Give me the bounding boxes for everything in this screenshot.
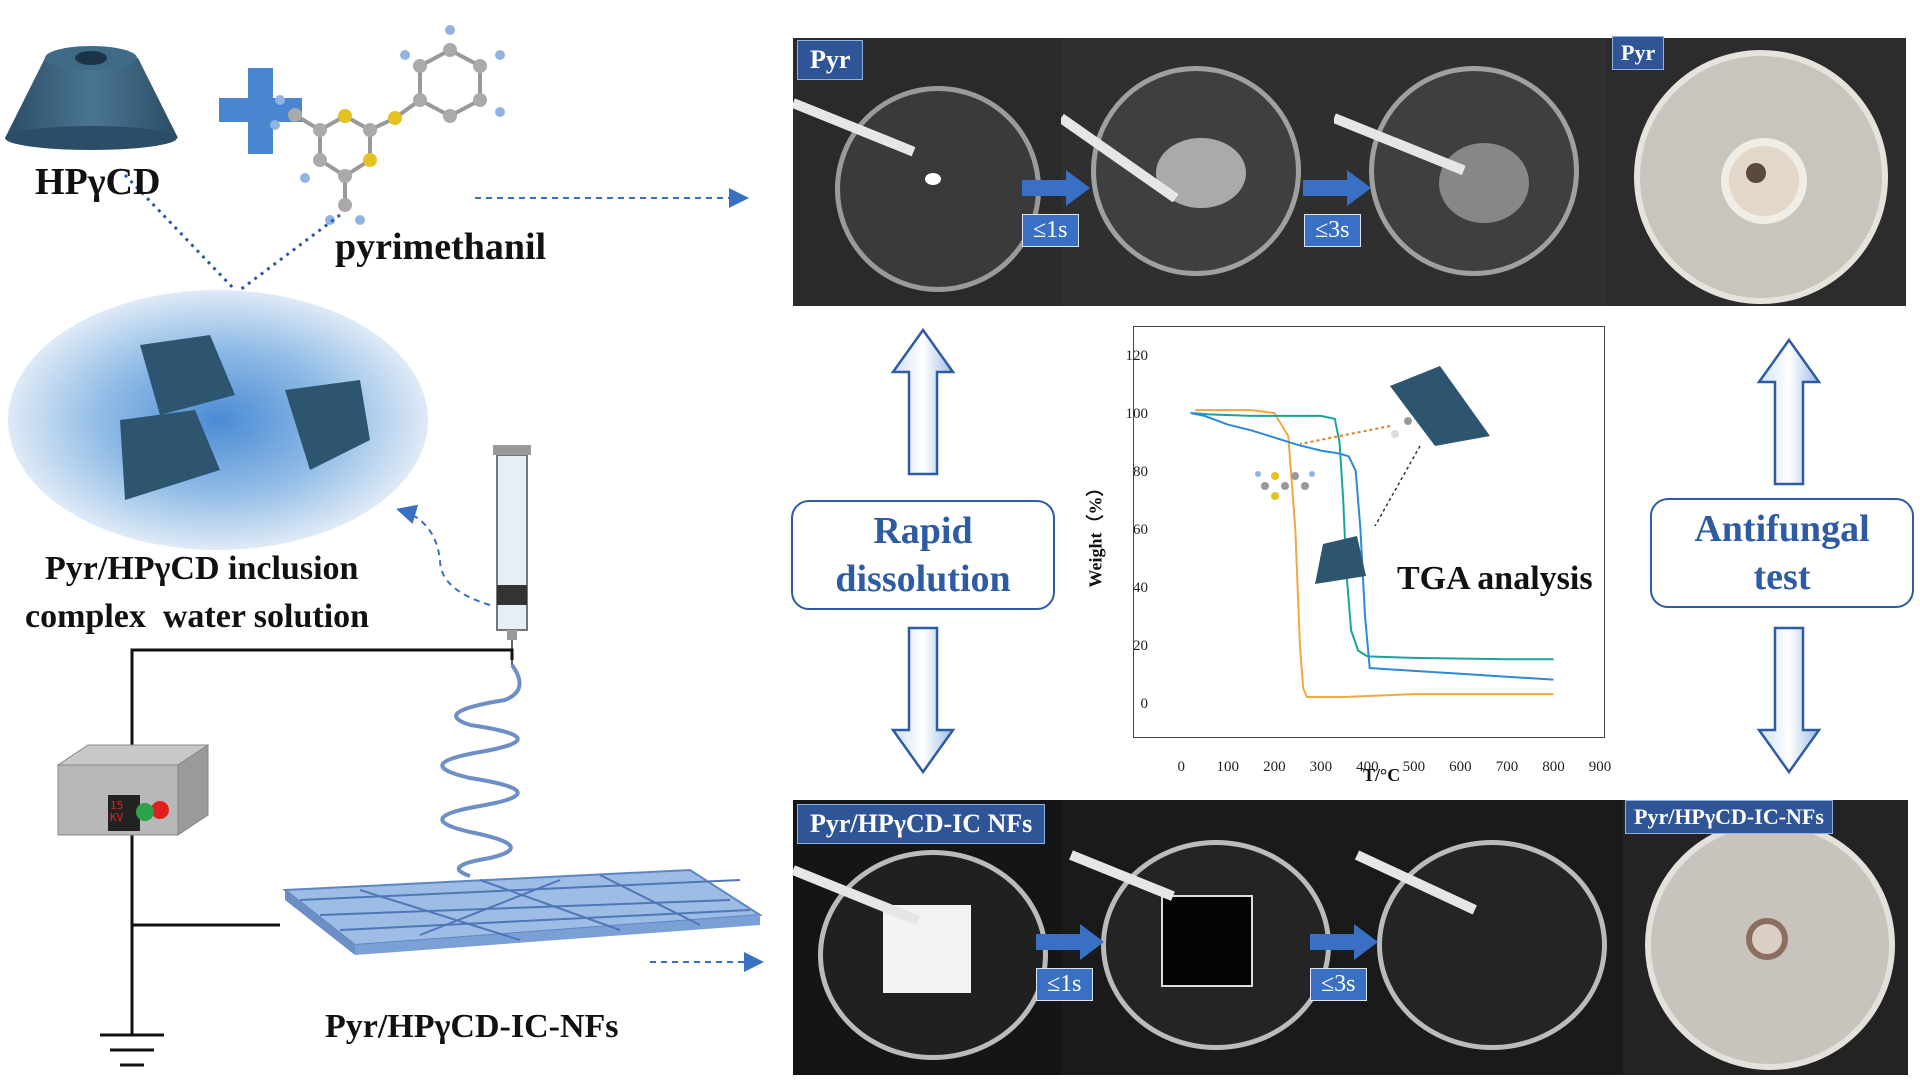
solution-label-line1: Pyr/HPγCD inclusion xyxy=(45,550,359,587)
bottom-step-arrow-1 xyxy=(1036,924,1104,960)
chart-xlabel: T/°C xyxy=(1363,765,1401,785)
pyrimethanil-molecule-icon xyxy=(270,25,505,225)
bottom-tag: Pyr/HPγCD-IC NFs xyxy=(797,804,1046,844)
bottom-antifungal-tag: Pyr/HPγCD-IC-NFs xyxy=(1625,800,1833,834)
chart-small-cone-icon xyxy=(1315,536,1366,584)
bottom-photo-3 xyxy=(1347,800,1623,1075)
x-tick-label: 500 xyxy=(1403,759,1426,775)
x-tick-label: 300 xyxy=(1310,759,1333,775)
top-photo-3 xyxy=(1334,38,1606,306)
antifungal-line1: Antifungal xyxy=(1694,508,1870,550)
power-display: 15 KV xyxy=(110,799,124,824)
top-photo-1 xyxy=(793,38,1061,306)
hpgcd-cone-icon xyxy=(5,46,178,150)
rapid-down-arrow xyxy=(890,626,956,774)
y-tick-label: 0 xyxy=(1141,696,1149,712)
bottom-step-1: ≤1s xyxy=(1036,968,1093,1001)
x-tick-label: 600 xyxy=(1449,759,1472,775)
x-tick-label: 200 xyxy=(1263,759,1286,775)
series-line-1 xyxy=(1190,412,1554,661)
antifungal-down-arrow xyxy=(1756,626,1822,774)
electrospinning-jet xyxy=(440,663,522,878)
power-supply-icon xyxy=(56,744,210,836)
hpgcd-label: HPγCD xyxy=(35,161,161,203)
x-tick-label: 100 xyxy=(1217,759,1240,775)
bottom-photo-antifungal xyxy=(1623,800,1908,1075)
solution-blob xyxy=(8,290,428,550)
rapid-up-arrow xyxy=(890,328,956,476)
top-tag: Pyr xyxy=(797,40,864,80)
antifungal-line2: test xyxy=(1753,556,1811,598)
series-line-0 xyxy=(1195,409,1554,698)
nanofiber-mat-icon xyxy=(282,868,764,955)
top-step-arrow-2 xyxy=(1303,170,1371,206)
left-schematic xyxy=(5,25,764,1067)
nf-label: Pyr/HPγCD-IC-NFs xyxy=(325,1008,619,1045)
pyrimethanil-label: pyrimethanil xyxy=(335,226,547,268)
y-tick-label: 60 xyxy=(1133,522,1148,538)
x-tick-label: 900 xyxy=(1589,759,1612,775)
chart-cd-complex-icon xyxy=(1390,366,1490,446)
bottom-step-2: ≤3s xyxy=(1310,968,1367,1001)
tga-chart-frame xyxy=(1133,326,1605,738)
bottom-photo-1 xyxy=(793,800,1061,1075)
syringe-icon xyxy=(493,445,531,665)
y-tick-label: 40 xyxy=(1133,580,1148,596)
antifungal-up-arrow xyxy=(1756,338,1822,486)
inclusion-complex-icons xyxy=(120,335,370,500)
chart-pyr-molecule-icon xyxy=(1255,471,1315,500)
bottom-step-arrow-2 xyxy=(1310,924,1378,960)
bottom-photo-2 xyxy=(1061,800,1347,1075)
y-tick-label: 80 xyxy=(1133,464,1148,480)
top-step-2: ≤3s xyxy=(1304,214,1361,247)
plus-icon xyxy=(219,68,302,154)
antifungal-test-box: Antifungal test xyxy=(1650,498,1914,608)
top-photo-2 xyxy=(1061,38,1334,306)
rapid-line2: dissolution xyxy=(835,558,1011,600)
chart-title: TGA analysis xyxy=(1397,560,1593,597)
x-tick-label: 400 xyxy=(1356,759,1379,775)
y-tick-label: 20 xyxy=(1133,638,1148,654)
x-tick-label: 0 xyxy=(1178,759,1186,775)
y-tick-label: 100 xyxy=(1126,406,1149,422)
x-tick-label: 700 xyxy=(1496,759,1519,775)
top-photo-antifungal xyxy=(1606,38,1906,306)
tga-chart: 0 100 200 300 400 500 600 700 800 900 0 20 40 60 80 100… xyxy=(1126,348,1612,775)
solution-label-line2: complex water solution xyxy=(25,598,370,635)
x-tick-label: 800 xyxy=(1542,759,1565,775)
top-step-1: ≤1s xyxy=(1022,214,1079,247)
top-antifungal-tag: Pyr xyxy=(1612,36,1665,70)
series-line-2 xyxy=(1190,412,1554,681)
top-step-arrow-1 xyxy=(1022,170,1090,206)
chart-ylabel: Weight（%） xyxy=(1085,478,1106,588)
rapid-line1: Rapid xyxy=(873,510,973,552)
rapid-dissolution-box: Rapid dissolution xyxy=(791,500,1055,610)
y-tick-label: 120 xyxy=(1126,348,1149,364)
